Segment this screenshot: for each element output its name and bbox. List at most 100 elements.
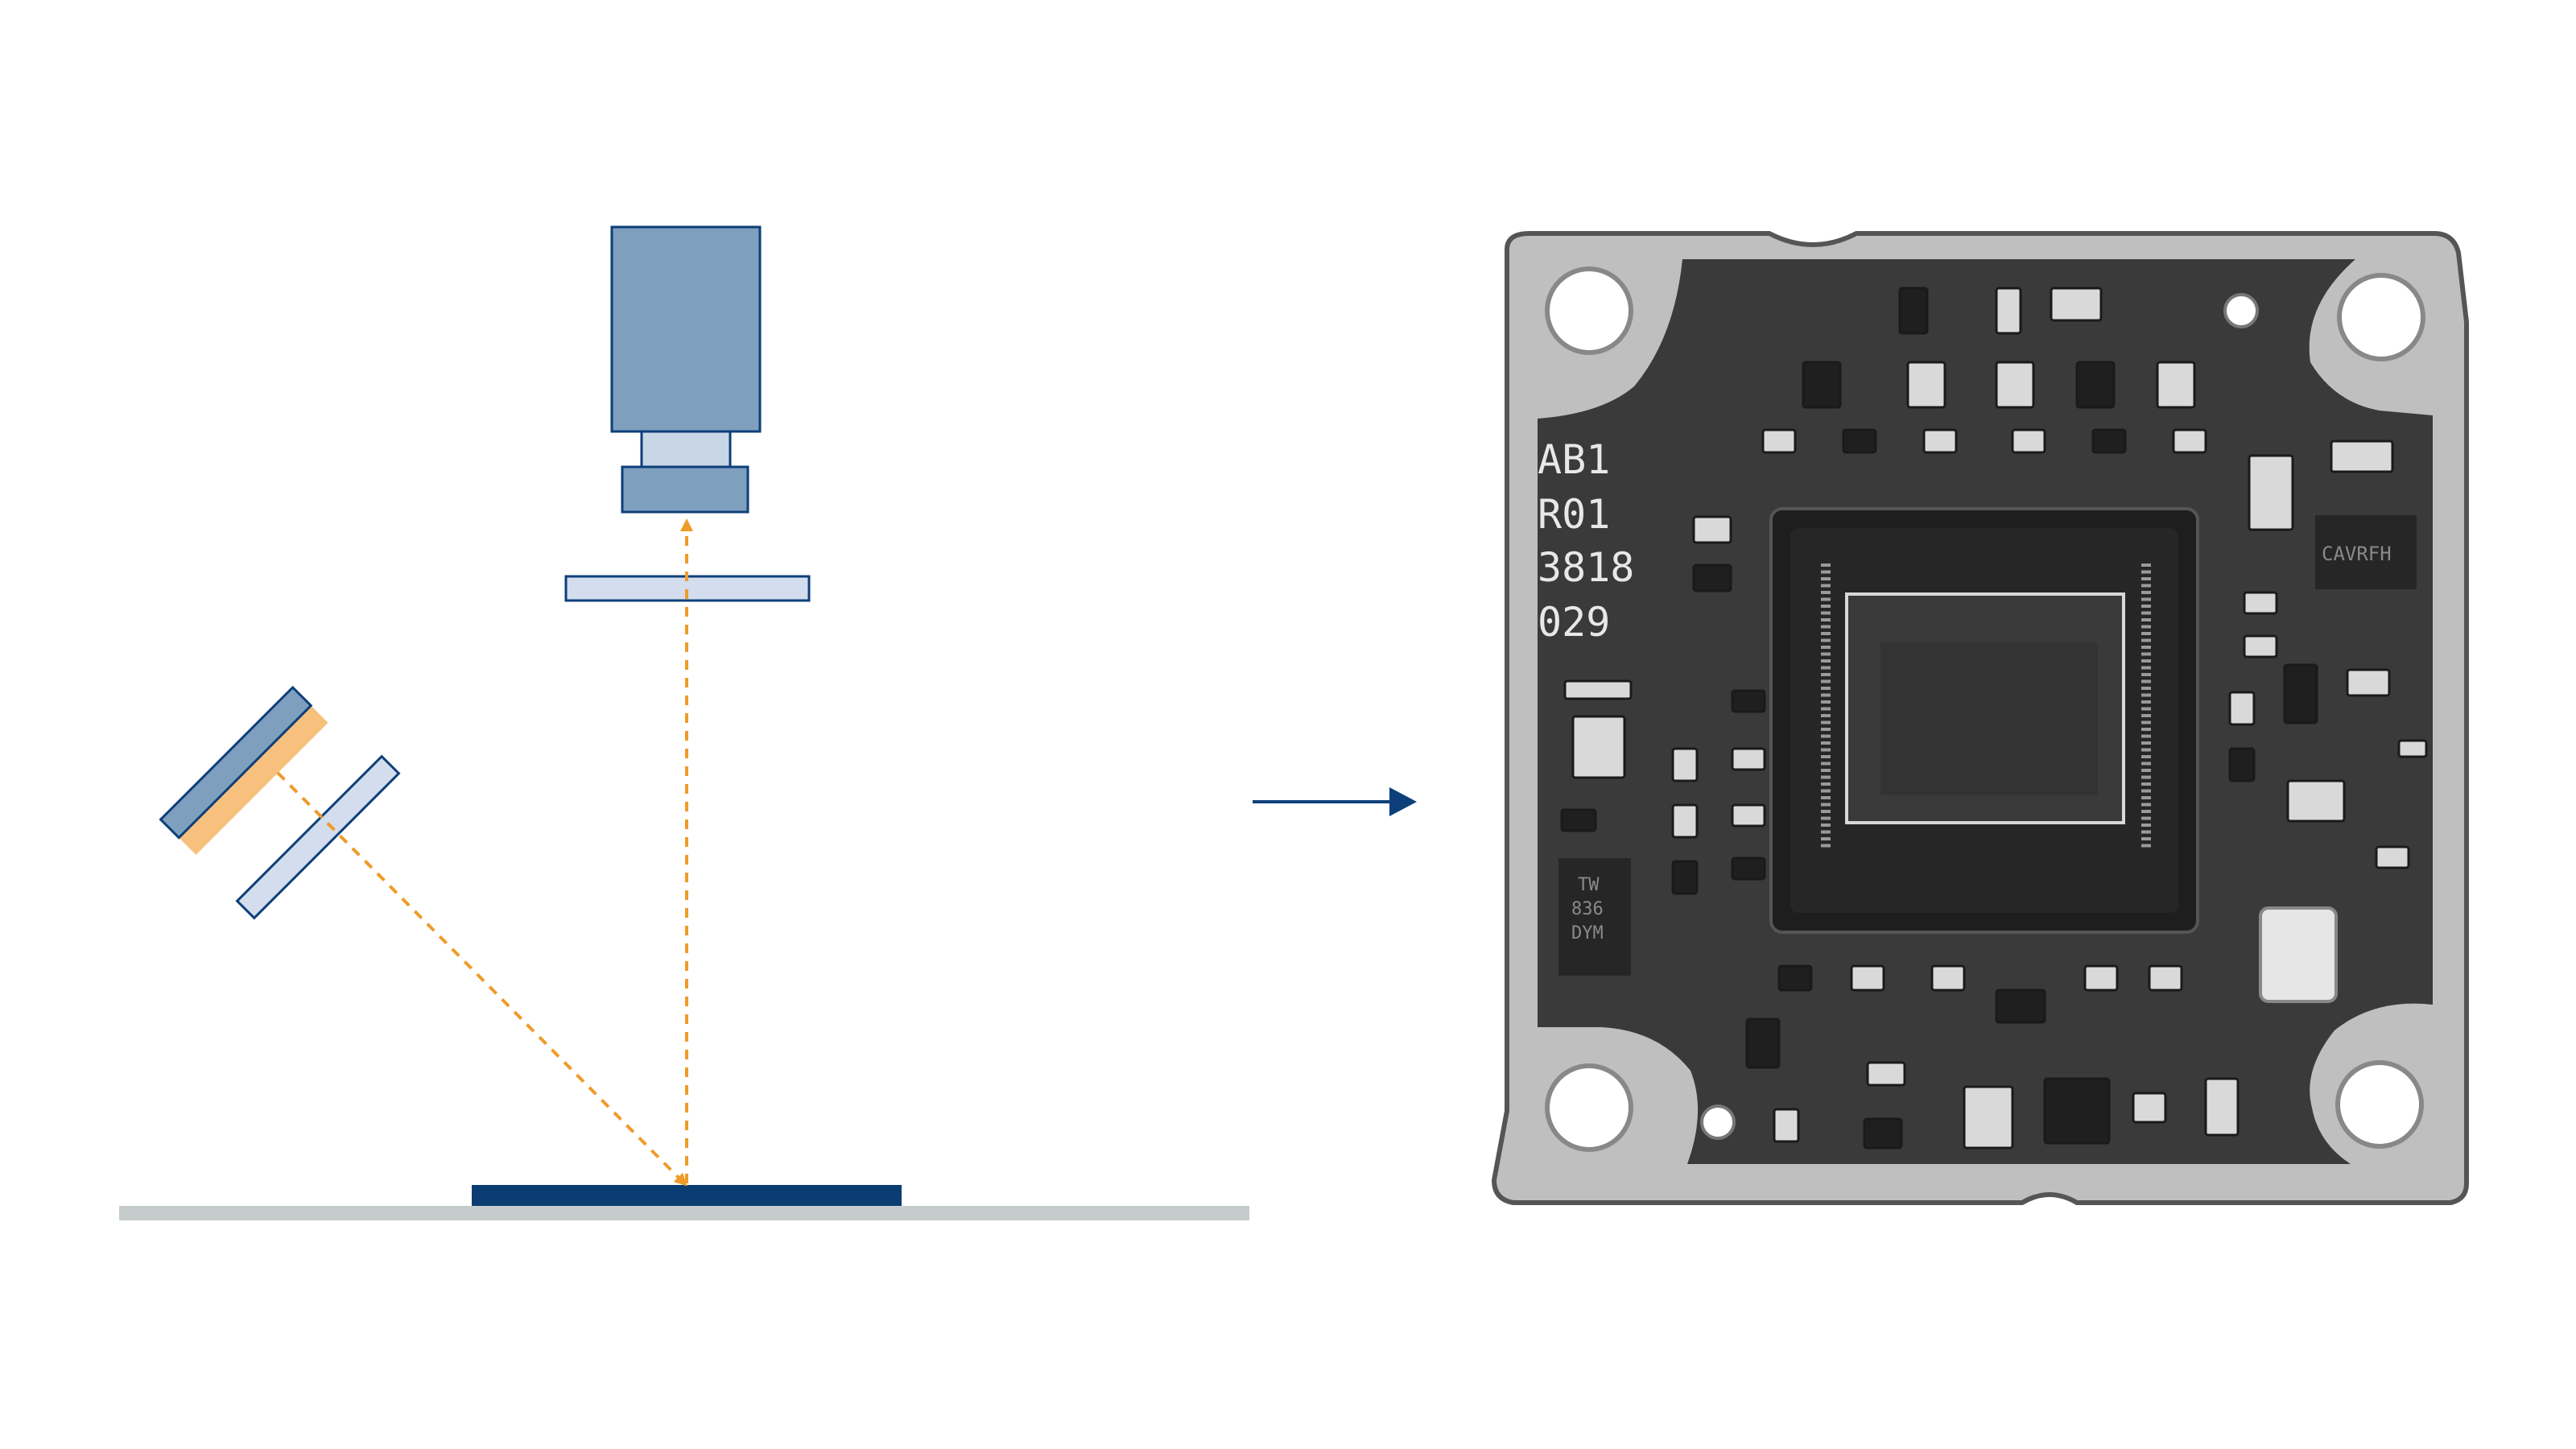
sensor-pin bbox=[2141, 605, 2151, 608]
smd-component bbox=[2228, 747, 2256, 782]
smd-component bbox=[1563, 679, 1633, 700]
smd-component bbox=[2083, 964, 2119, 992]
sensor-pin bbox=[1821, 803, 1831, 807]
image-sensor-icon bbox=[1769, 507, 2199, 934]
sensor-pin bbox=[1821, 687, 1831, 690]
sensor-pin bbox=[2141, 591, 2151, 594]
smd-component bbox=[1731, 689, 1766, 713]
sensor-pin bbox=[1821, 816, 1831, 820]
smd-component bbox=[1995, 361, 2035, 409]
sensor-pin bbox=[1821, 782, 1831, 786]
sensor-pin bbox=[1821, 830, 1831, 834]
sensor-pin bbox=[2141, 796, 2151, 799]
sensor-pin bbox=[1821, 707, 1831, 711]
smd-component bbox=[1850, 964, 1885, 992]
sensor-pin bbox=[1821, 714, 1831, 717]
sensor-pin bbox=[1821, 769, 1831, 772]
sensor-pin bbox=[2141, 837, 2151, 840]
sensor-pin bbox=[1821, 646, 1831, 649]
smd-component bbox=[2156, 361, 2196, 409]
smd-component bbox=[2204, 1077, 2240, 1137]
smd-component bbox=[2330, 440, 2394, 473]
ground-line bbox=[119, 1206, 1249, 1220]
silkscreen-line-2: R01 bbox=[1538, 491, 1610, 538]
sensor-pin bbox=[1821, 762, 1831, 766]
smd-component bbox=[1745, 1018, 1781, 1069]
smd-component bbox=[2148, 964, 2183, 992]
smd-component bbox=[2375, 845, 2410, 869]
sensor-pin bbox=[2141, 584, 2151, 588]
sensor-pin bbox=[2141, 810, 2151, 813]
sensor-pin bbox=[2141, 618, 2151, 621]
sensor-pin bbox=[1821, 638, 1831, 642]
smd-components bbox=[1560, 287, 2428, 1150]
smd-component bbox=[1671, 747, 1699, 782]
smd-component bbox=[2050, 287, 2103, 322]
sensor-pin bbox=[2141, 646, 2151, 649]
light-filter bbox=[235, 754, 401, 920]
sensor-pin bbox=[1821, 577, 1831, 580]
sensor-pin bbox=[1821, 570, 1831, 574]
chip-left-line-1: TW bbox=[1578, 875, 1600, 895]
sensor-pin bbox=[1821, 632, 1831, 635]
sensor-pin bbox=[1821, 700, 1831, 704]
sensor-pin bbox=[2141, 564, 2151, 567]
sensor-pin bbox=[2141, 769, 2151, 772]
smd-component bbox=[1963, 1085, 2014, 1150]
sensor-pin bbox=[2141, 803, 2151, 807]
smd-component bbox=[1898, 287, 1929, 335]
sensor-pin bbox=[2141, 720, 2151, 724]
sensor-pin bbox=[2141, 625, 2151, 629]
sensor-pin bbox=[2141, 687, 2151, 690]
sensor-pin bbox=[2141, 666, 2151, 670]
smd-component bbox=[1731, 857, 1766, 881]
ic-chip-left: TW 836 DYM bbox=[1558, 858, 1631, 976]
smd-component bbox=[1995, 287, 2022, 335]
light-source-icon bbox=[159, 685, 328, 855]
smd-component bbox=[1560, 808, 1597, 832]
sensor-pin bbox=[2141, 748, 2151, 752]
smd-component bbox=[1571, 715, 1626, 779]
sensor-pin bbox=[1821, 679, 1831, 683]
arrow-right-icon bbox=[1253, 787, 1417, 816]
smd-component bbox=[2283, 663, 2318, 724]
sensor-pin bbox=[2141, 679, 2151, 683]
sensor-pin bbox=[1821, 618, 1831, 621]
sensor-pin bbox=[2141, 741, 2151, 745]
smd-component bbox=[2011, 428, 2046, 454]
smd-component bbox=[2075, 361, 2116, 409]
sensor-pins bbox=[1821, 564, 2151, 848]
sensor-pin bbox=[1821, 591, 1831, 594]
sensor-pin bbox=[1821, 796, 1831, 799]
smd-component bbox=[1995, 989, 2046, 1024]
smd-component bbox=[2132, 1092, 2167, 1124]
sensor-pin bbox=[2141, 638, 2151, 642]
sensor-pin bbox=[2141, 734, 2151, 738]
smd-component bbox=[1866, 1061, 1906, 1087]
sensor-pin bbox=[1821, 611, 1831, 615]
smd-component bbox=[1773, 1108, 1800, 1143]
smd-component bbox=[2248, 454, 2294, 531]
sensor-pin bbox=[2141, 782, 2151, 786]
sensor-pin bbox=[2141, 693, 2151, 697]
sensor-pin bbox=[2141, 844, 2151, 848]
sensor-pin bbox=[1821, 720, 1831, 724]
sensor-pin bbox=[2141, 789, 2151, 793]
sensor-pin bbox=[1821, 666, 1831, 670]
sensor-pin bbox=[2141, 816, 2151, 820]
sensor-pin bbox=[2141, 659, 2151, 663]
sensor-pin bbox=[2141, 611, 2151, 615]
sensor-pin bbox=[2141, 570, 2151, 574]
chip-left-line-3: DYM bbox=[1571, 923, 1604, 943]
chip-left-line-2: 836 bbox=[1571, 899, 1604, 919]
mounting-holes bbox=[1545, 266, 2425, 1152]
smd-component bbox=[1671, 860, 1699, 895]
sensor-pin bbox=[1821, 605, 1831, 608]
smd-component bbox=[1777, 964, 1813, 992]
sensor-pin bbox=[1821, 693, 1831, 697]
incident-ray bbox=[276, 771, 687, 1187]
sensor-pin bbox=[2141, 830, 2151, 834]
smd-component bbox=[2172, 428, 2207, 454]
smd-component bbox=[2243, 634, 2278, 658]
